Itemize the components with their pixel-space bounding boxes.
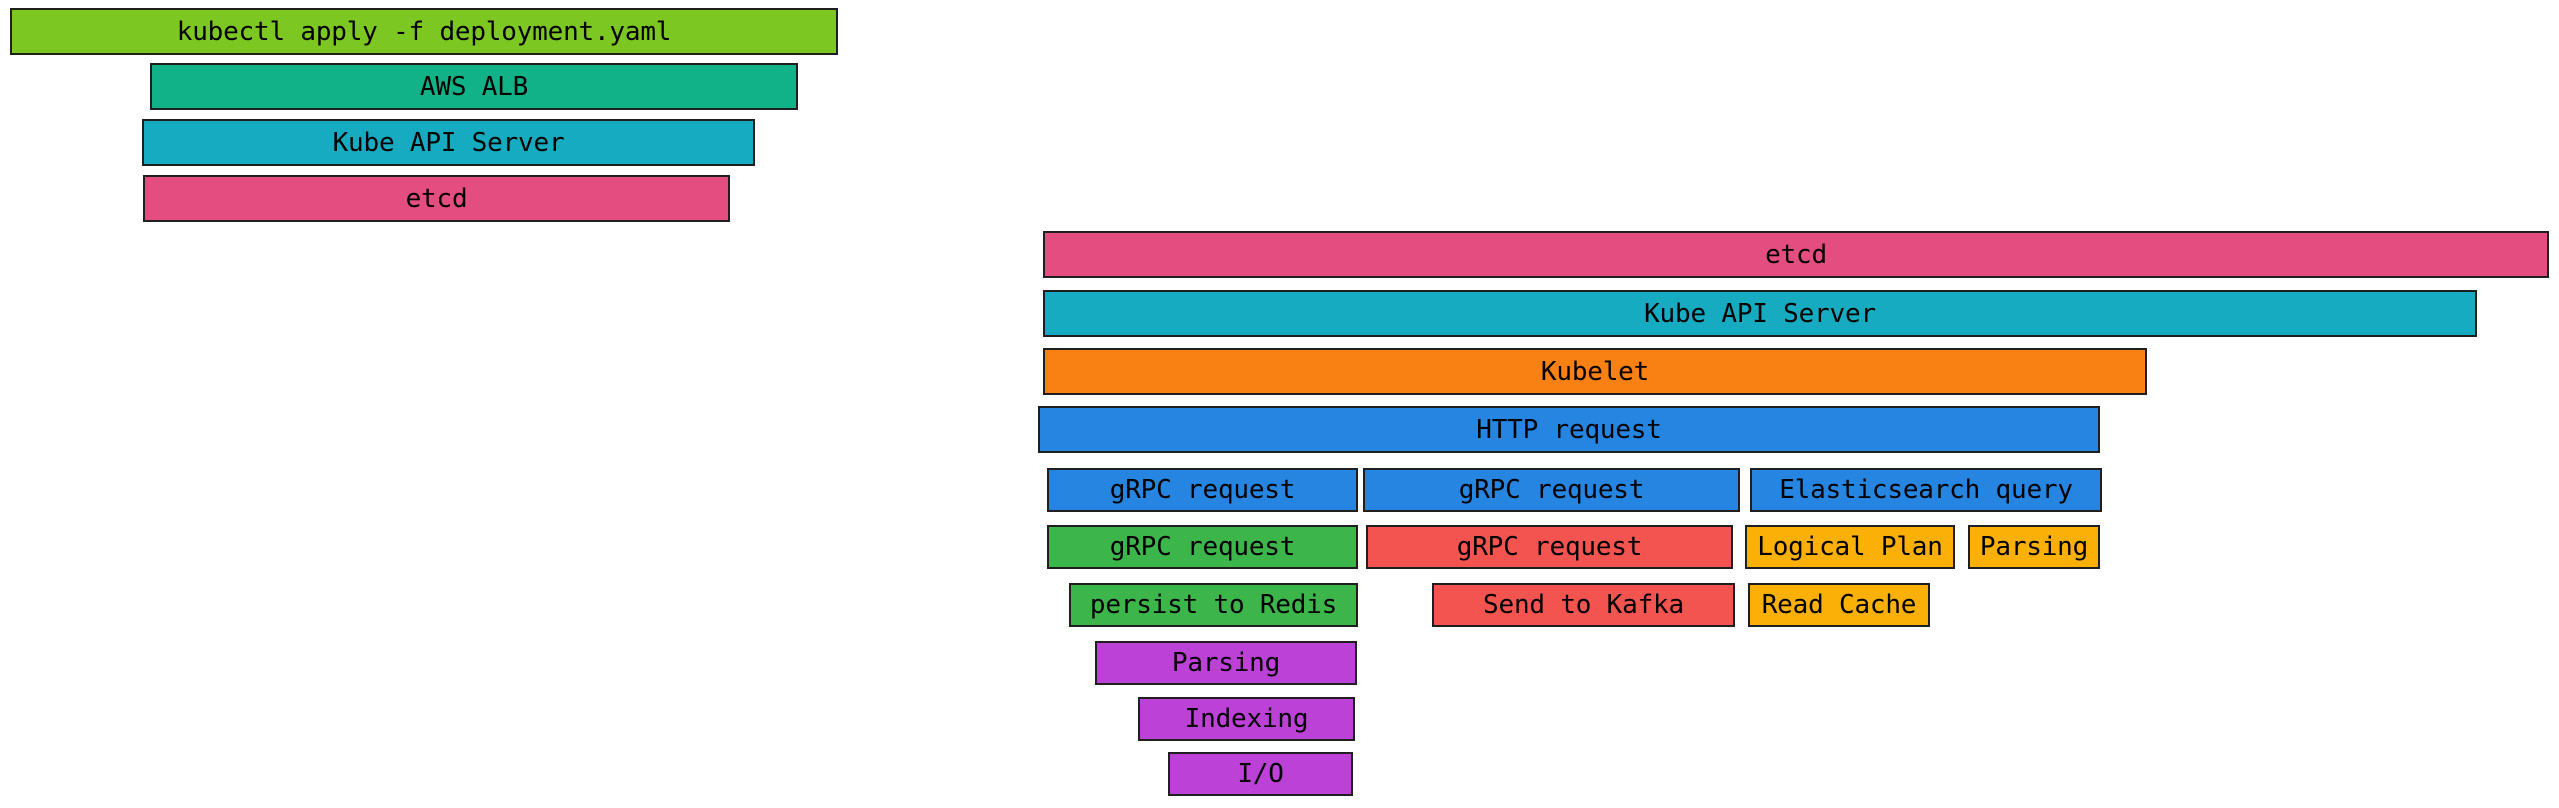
flame-frame[interactable]: Read Cache bbox=[1748, 583, 1930, 627]
flame-frame[interactable]: Parsing bbox=[1095, 641, 1357, 685]
flame-frame[interactable]: etcd bbox=[143, 175, 730, 222]
flame-frame[interactable]: Indexing bbox=[1138, 697, 1355, 741]
flame-frame[interactable]: HTTP request bbox=[1038, 406, 2100, 453]
flame-frame-label: gRPC request bbox=[1458, 475, 1645, 505]
flame-frame-label: etcd bbox=[405, 183, 468, 214]
flame-frame-label: gRPC request bbox=[1109, 532, 1296, 562]
flame-frame[interactable]: gRPC request bbox=[1047, 525, 1358, 569]
flame-frame-label: Kube API Server bbox=[1644, 298, 1876, 329]
flame-frame-label: AWS ALB bbox=[419, 71, 529, 102]
flame-frame[interactable]: Kube API Server bbox=[142, 119, 755, 166]
flame-frame-label: HTTP request bbox=[1476, 414, 1662, 445]
flame-frame[interactable]: Elasticsearch query bbox=[1750, 468, 2102, 512]
flame-frame[interactable]: Kube API Server bbox=[1043, 290, 2477, 337]
flame-frame[interactable]: Kubelet bbox=[1043, 348, 2147, 395]
flame-frame-label: Parsing bbox=[1171, 648, 1281, 678]
flame-frame[interactable]: Send to Kafka bbox=[1432, 583, 1735, 627]
flame-frame-label: Parsing bbox=[1979, 532, 2089, 562]
flame-frame[interactable]: Logical Plan bbox=[1745, 525, 1955, 569]
flame-frame[interactable]: gRPC request bbox=[1047, 468, 1358, 512]
flame-frame[interactable]: I/O bbox=[1168, 752, 1353, 796]
flame-frame[interactable]: kubectl apply -f deployment.yaml bbox=[10, 8, 838, 55]
flame-frame[interactable]: persist to Redis bbox=[1069, 583, 1358, 627]
flame-frame-label: gRPC request bbox=[1456, 532, 1643, 562]
flame-frame-label: Elasticsearch query bbox=[1779, 475, 2073, 505]
flame-frame-label: etcd bbox=[1765, 239, 1827, 270]
flame-frame[interactable]: gRPC request bbox=[1363, 468, 1740, 512]
flame-frame-label: I/O bbox=[1237, 759, 1284, 789]
flame-frame-label: kubectl apply -f deployment.yaml bbox=[176, 16, 672, 47]
flame-frame-label: persist to Redis bbox=[1089, 590, 1338, 620]
flame-frame[interactable]: gRPC request bbox=[1366, 525, 1733, 569]
flame-frame-label: Read Cache bbox=[1761, 590, 1917, 620]
flame-frame[interactable]: etcd bbox=[1043, 231, 2549, 278]
flame-frame-label: Indexing bbox=[1184, 704, 1309, 734]
flame-frame-label: gRPC request bbox=[1109, 475, 1296, 505]
flame-frame[interactable]: AWS ALB bbox=[150, 63, 798, 110]
flame-frame-label: Send to Kafka bbox=[1483, 590, 1684, 620]
flame-frame-label: Logical Plan bbox=[1757, 532, 1943, 562]
flame-frame[interactable]: Parsing bbox=[1968, 525, 2100, 569]
flame-frame-label: Kubelet bbox=[1540, 356, 1650, 387]
flame-frame-label: Kube API Server bbox=[332, 127, 565, 158]
